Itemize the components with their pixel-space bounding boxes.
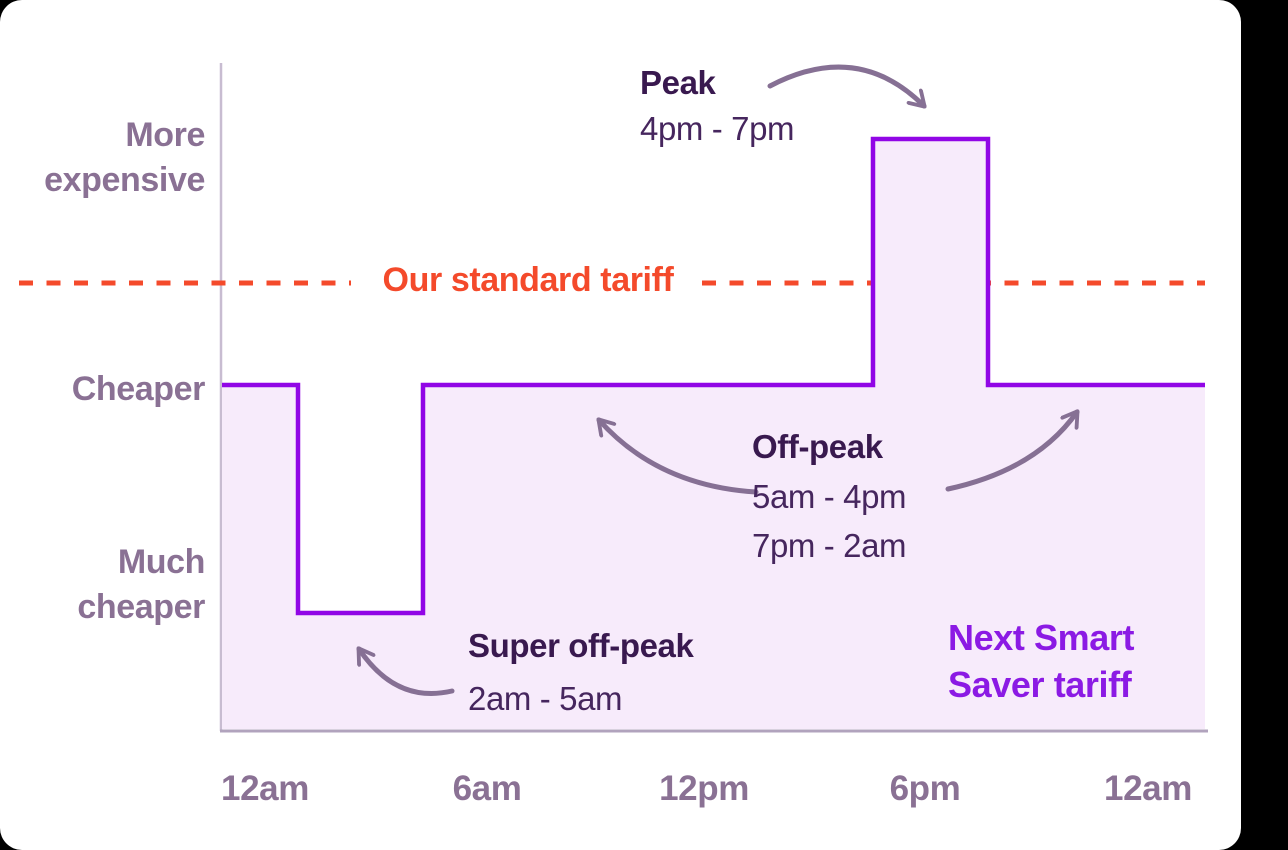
tariff-area-fill xyxy=(222,139,1205,729)
y-label-much-cheaper-line1: Much xyxy=(117,543,206,581)
tariff-name-line1: Next Smart xyxy=(948,617,1135,658)
tariff-chart xyxy=(19,63,1208,733)
x-tick-6am: 6am xyxy=(452,769,522,808)
y-label-much-cheaper: Much cheaper xyxy=(0,540,205,630)
standard-tariff-label: Our standard tariff xyxy=(382,261,674,299)
y-label-cheaper-text: Cheaper xyxy=(71,370,206,408)
x-tick-12am-right: 12am xyxy=(1104,769,1192,808)
y-label-more-expensive-line2: expensive xyxy=(44,161,205,199)
y-label-much-cheaper-line2: cheaper xyxy=(77,588,205,626)
infographic-card: More expensive Cheaper Much cheaper 12am… xyxy=(0,0,1241,850)
y-label-more-expensive-line1: More xyxy=(125,116,205,154)
x-tick-12am-left: 12am xyxy=(221,769,309,808)
x-tick-6pm: 6pm xyxy=(889,769,961,808)
super-off-peak-annotation-title: Super off-peak xyxy=(468,627,694,664)
super-off-peak-arrow-icon xyxy=(356,649,455,696)
y-label-cheaper: Cheaper xyxy=(0,367,206,412)
peak-arrow-icon xyxy=(767,64,924,106)
x-tick-12pm: 12pm xyxy=(659,769,749,808)
tariff-step-line xyxy=(222,136,1205,616)
y-label-more-expensive: More expensive xyxy=(0,113,205,203)
off-peak-annotation-title: Off-peak xyxy=(752,428,883,465)
tariff-name-line2: Saver tariff xyxy=(948,664,1132,705)
off-peak-left-arrow-icon xyxy=(599,420,759,495)
off-peak-right-arrow-icon xyxy=(945,412,1080,492)
peak-annotation-title: Peak xyxy=(640,64,716,101)
off-peak-annotation-time-2: 7pm - 2am xyxy=(752,527,907,564)
tariff-name-label: Next Smart Saver tariff xyxy=(948,614,1134,708)
off-peak-annotation-time-1: 5am - 4pm xyxy=(752,478,907,515)
super-off-peak-annotation-time: 2am - 5am xyxy=(468,680,623,717)
peak-annotation-time: 4pm - 7pm xyxy=(640,110,795,147)
